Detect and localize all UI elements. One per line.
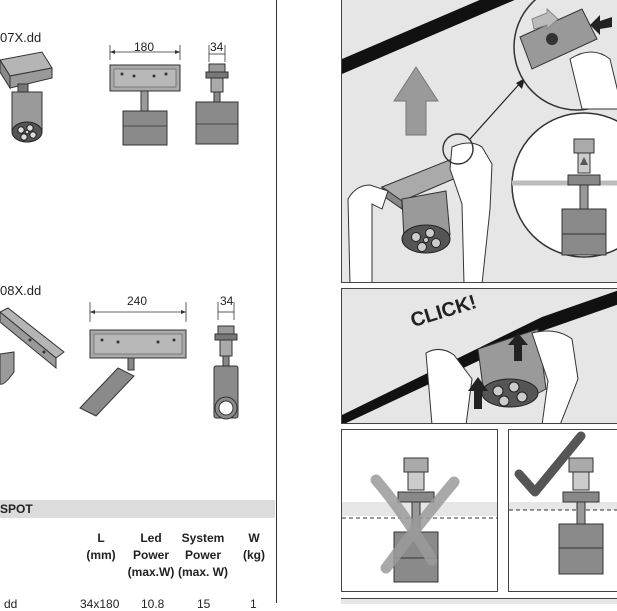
col-line: Power [132,548,169,562]
correct-orientation-illustration [509,431,617,575]
dim-depth-b: 34 [220,294,234,308]
column-header-system-power: System Power (max. W) [176,530,230,581]
col-line: W [248,531,260,545]
column-header-weight: W (kg) [236,530,272,564]
table-cell-weight: 1 [250,597,257,611]
table-section-header: SPOT [0,500,275,518]
col-line: (mm) [86,548,116,562]
col-line: L [97,531,105,545]
table-cell-led: 10.8 [141,597,165,611]
install-step-2-panel: CLICK! [341,288,617,424]
col-line: Led [140,531,162,545]
col-line: (max. W) [177,565,228,579]
col-line: Power [184,548,221,562]
spot-b-perspective-drawing [0,307,65,385]
correct-orientation-panel [508,429,617,592]
spot-a-side-drawing [195,45,239,145]
dim-width-b: 240 [127,294,148,308]
col-line: (kg) [243,548,265,562]
spot-b-front-drawing [79,302,187,417]
dim-width-a: 180 [134,40,155,54]
table-cell-system: 15 [197,597,211,611]
spot-a-perspective-drawing [0,51,53,143]
model-code-b: 08X.dd [0,283,42,298]
model-code-a: 07X.dd [0,30,42,45]
wrong-orientation-illustration [342,457,497,583]
dim-depth-a: 34 [210,40,224,54]
section-label: SPOT [0,502,33,516]
install-step-1-panel [341,0,617,283]
install-step-1-illustration [342,0,617,282]
column-header-led-power: Led Power (max.W) [125,530,177,581]
column-header-length: L (mm) [78,530,124,564]
spot-b-side-drawing [213,302,239,420]
col-line: System [181,531,225,545]
table-cell-model: dd [4,597,18,611]
page-divider [276,0,277,603]
wrong-orientation-panel [341,429,498,592]
table-cell-length: 34x180 [80,597,120,611]
col-line: (max.W) [127,565,175,579]
next-panel-edge [341,598,617,604]
install-step-2-illustration [342,290,617,423]
spot-a-front-drawing [109,45,181,146]
